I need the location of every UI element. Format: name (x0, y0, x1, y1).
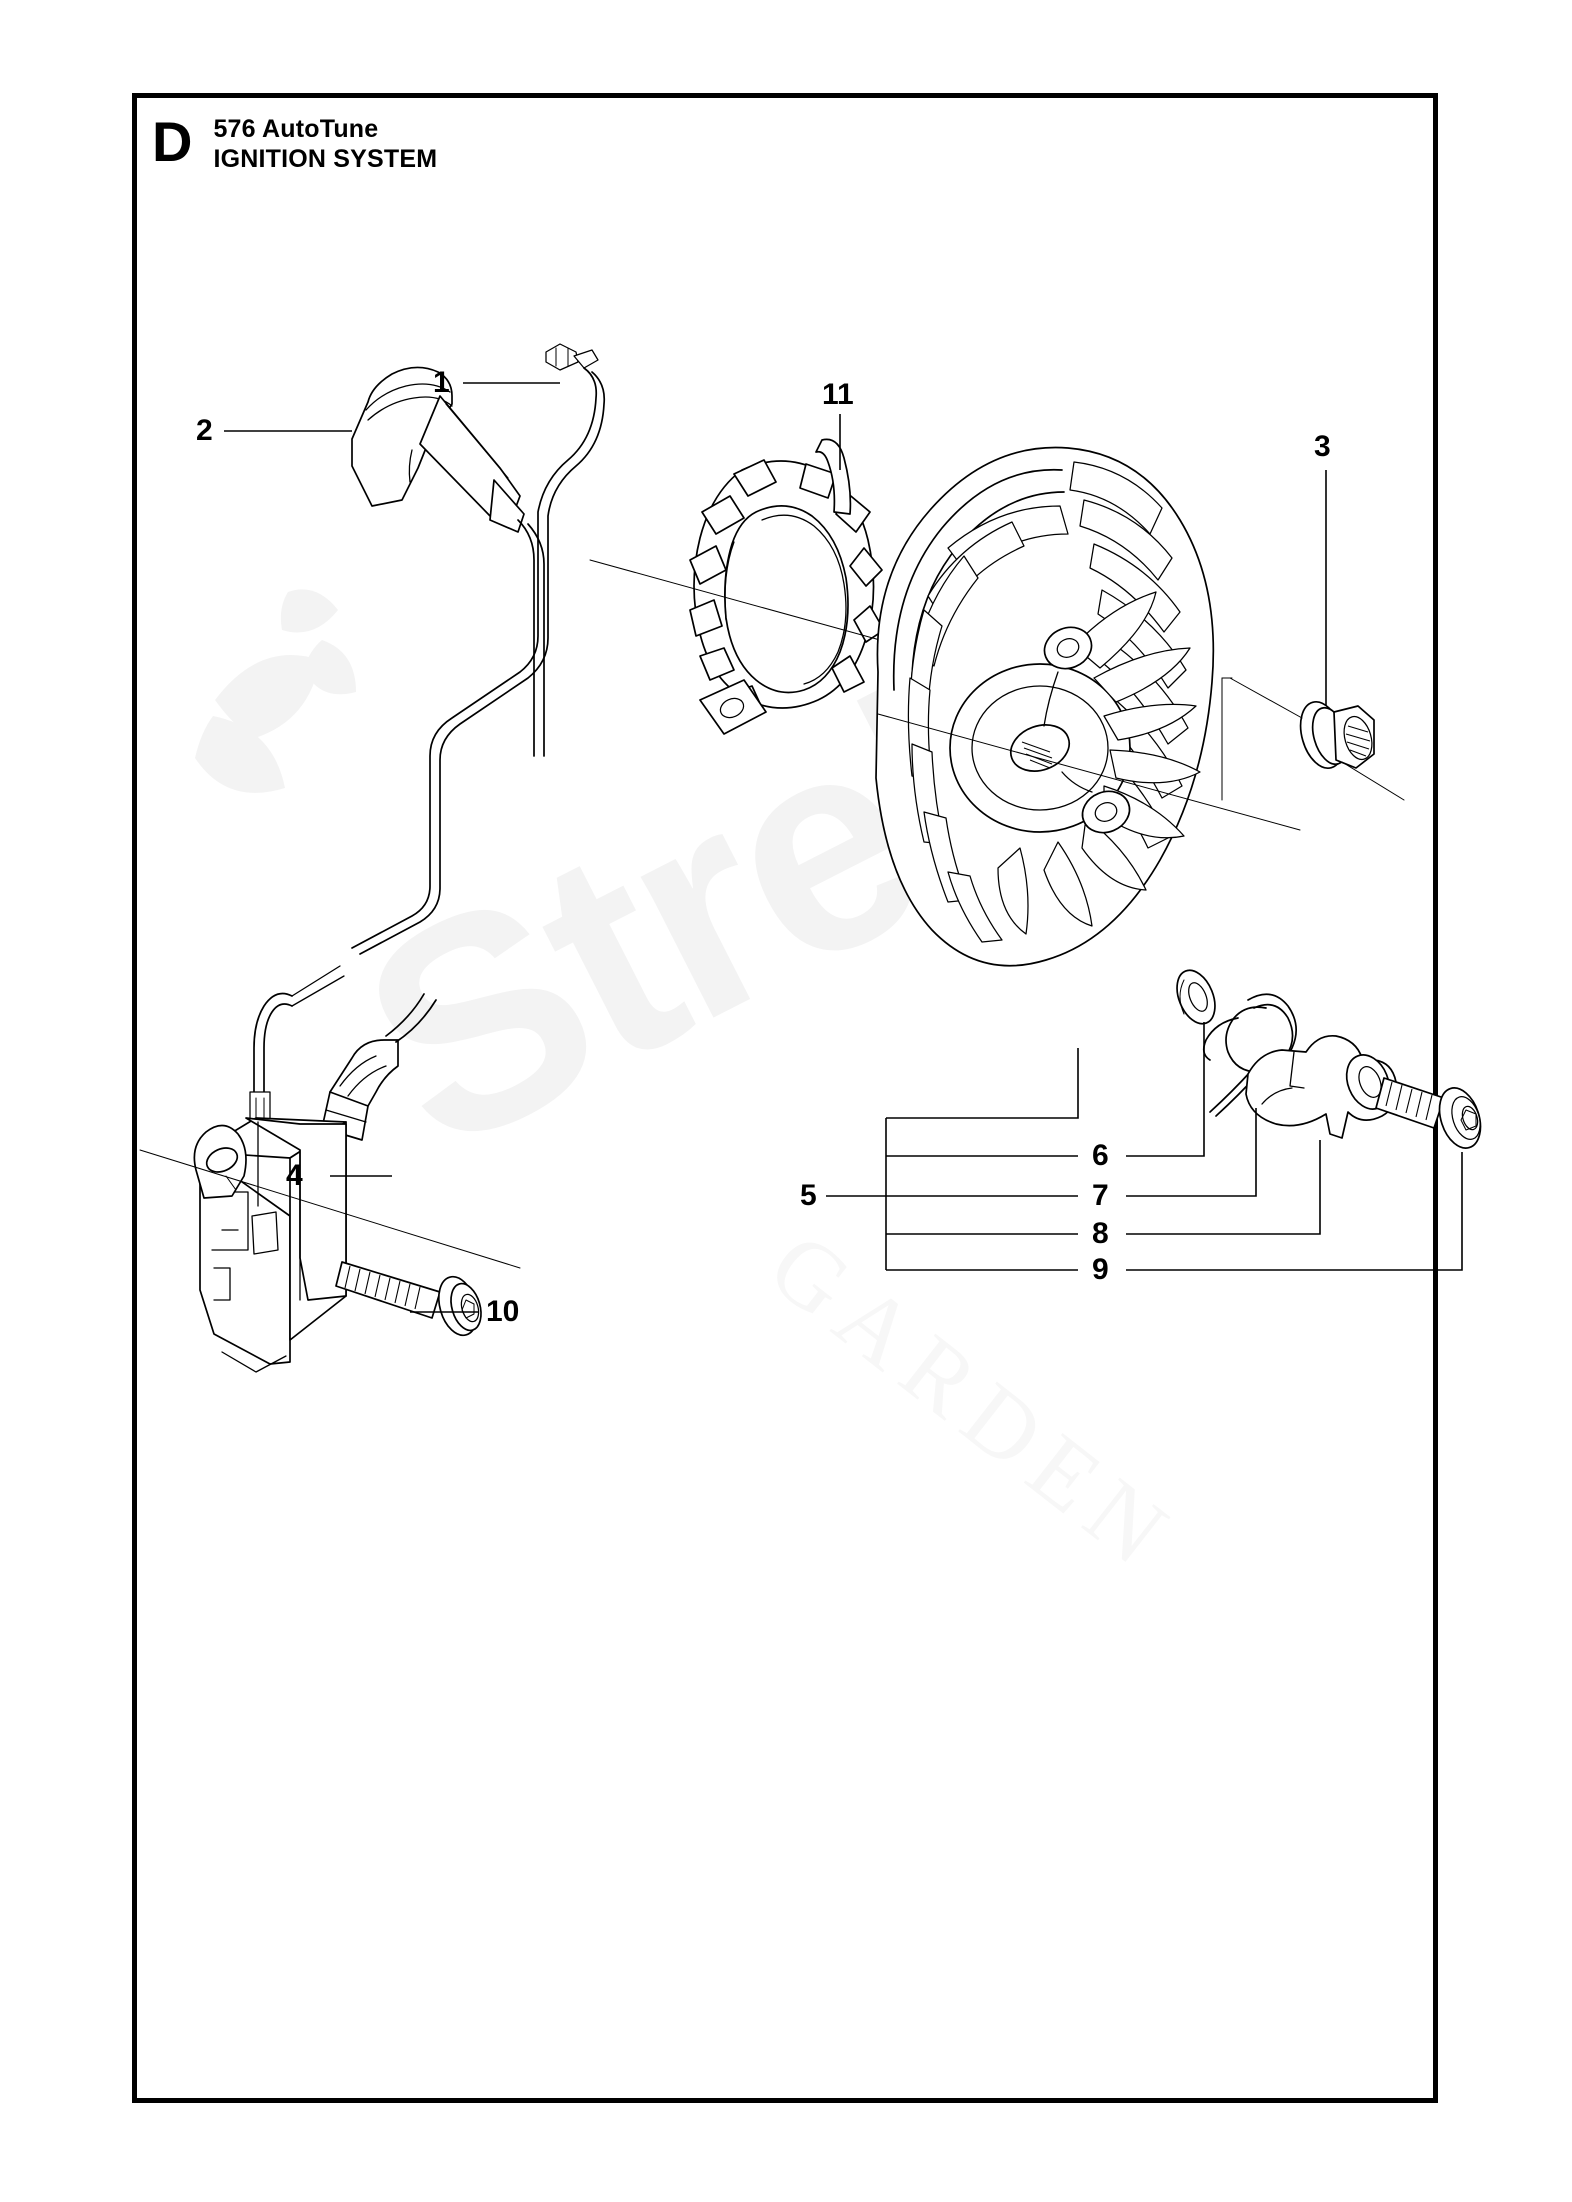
callout-5[interactable]: 5 (800, 1179, 817, 1212)
model-title: 576 AutoTune (213, 115, 379, 143)
pawl-screw-drawing (1375, 1077, 1482, 1149)
callout-1[interactable]: 1 (433, 366, 450, 399)
diagram-header: D 576 AutoTune IGNITION SYSTEM (152, 110, 437, 175)
callout-9[interactable]: 9 (1092, 1253, 1109, 1286)
callout-10[interactable]: 10 (486, 1295, 520, 1328)
starter-pawl-drawing (1245, 1034, 1398, 1139)
starter-pulley-hub-drawing (589, 438, 885, 735)
callout-6[interactable]: 6 (1092, 1139, 1109, 1172)
callout-7[interactable]: 7 (1092, 1179, 1109, 1212)
module-lead-grommet (321, 993, 437, 1141)
washer-drawing (1176, 969, 1216, 1025)
callout-4[interactable]: 4 (286, 1159, 303, 1192)
callout-11[interactable]: 11 (822, 378, 854, 411)
section-letter: D (152, 110, 192, 173)
leader-lines (224, 382, 1463, 1313)
ignition-lead-wire-drawing (249, 343, 606, 1151)
callout-8[interactable]: 8 (1092, 1217, 1109, 1250)
system-title: IGNITION SYSTEM (213, 145, 438, 173)
spark-plug-boot-drawing (351, 366, 545, 757)
flange-nut-drawing (1221, 677, 1405, 801)
callout-2[interactable]: 2 (196, 414, 213, 447)
ignition-module-drawing (139, 1117, 521, 1373)
callout-3[interactable]: 3 (1314, 430, 1331, 463)
module-screw-drawing (335, 1261, 482, 1337)
flywheel-drawing (875, 446, 1301, 967)
header-titles: 576 AutoTune IGNITION SYSTEM (213, 110, 437, 175)
